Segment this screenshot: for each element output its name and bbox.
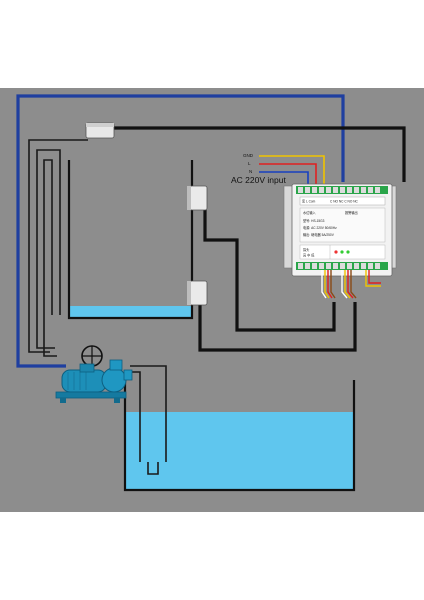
status-led	[334, 250, 338, 254]
low-level-sensor	[187, 280, 208, 306]
level-sensors	[85, 122, 208, 306]
spec-line-1: 型号: HS-15G3	[303, 218, 325, 223]
lower-tank	[123, 380, 356, 492]
pipes	[28, 139, 167, 475]
foot-line-2: 高 中 低	[303, 253, 315, 258]
controller-header-left: 泵 L Com	[302, 199, 316, 204]
n-terminal-label: N	[249, 169, 252, 174]
ac-input-wires	[259, 155, 325, 186]
status-led	[340, 250, 344, 254]
section-input-label: 水位输入	[303, 210, 317, 215]
ac-input-label: AC 220V input	[231, 175, 286, 185]
upper-tank	[67, 160, 194, 320]
controller-header-right: C NO NC C NO NC	[330, 200, 359, 204]
water-pump	[55, 345, 133, 403]
foot-line-1: 探头	[303, 247, 310, 252]
probe-cables	[321, 270, 381, 299]
upper-tank-water	[69, 306, 191, 317]
l-terminal-label: L	[248, 161, 251, 166]
pump-power-wire	[16, 94, 345, 368]
spec-line-2: 电源: AC 220V 50/60Hz	[303, 225, 337, 230]
controller-module: 泵 L Com C NO NC C NO NC 水位输入 报警输出 型号: HS…	[283, 183, 397, 277]
lower-tank-water	[125, 412, 353, 490]
foot-valve	[147, 462, 159, 475]
section-output-label: 报警输出	[345, 210, 358, 215]
top-float-sensor	[85, 122, 115, 139]
spec-line-3: 输出: 继电器 5A/250V	[303, 232, 335, 237]
status-led	[346, 250, 350, 254]
high-level-sensor	[187, 185, 208, 211]
gnd-terminal-label: GND	[243, 153, 254, 158]
